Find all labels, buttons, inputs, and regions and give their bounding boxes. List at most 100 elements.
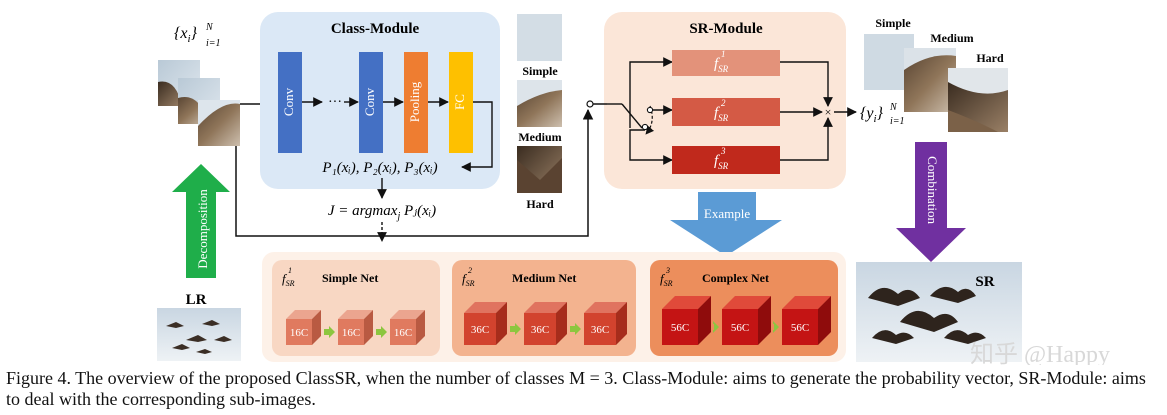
sr-module: SR-Module fSR 1 fSR 2 fSR 3 × <box>586 12 857 189</box>
conv-block-label: 16C <box>394 327 412 339</box>
medium-example-label: Medium <box>518 130 561 144</box>
block-connector-arrow <box>713 321 719 333</box>
svg-text:1: 1 <box>288 266 292 275</box>
figure-caption: Figure 4. The overview of the proposed C… <box>6 368 1146 409</box>
complex-net-title: Complex Net <box>702 271 769 285</box>
decomposition-label: Decomposition <box>195 189 210 269</box>
output-medium-label: Medium <box>930 31 973 45</box>
fc-layer-label: FC <box>452 94 467 110</box>
sr-image: SR <box>856 262 1022 362</box>
output-subimage-stack: Simple Medium Hard <box>864 16 1008 132</box>
conv-block: 36C <box>524 302 567 345</box>
simple-net-symbol: fSR <box>282 271 295 288</box>
complex-net-symbol: fSR <box>660 271 673 288</box>
switch-blade <box>621 103 643 129</box>
svg-text:3: 3 <box>720 146 726 156</box>
hard-example-label: Hard <box>526 197 554 211</box>
conv-block: 16C <box>338 310 373 345</box>
input-subimage-stack <box>158 60 240 146</box>
conv-block: 56C <box>662 296 711 345</box>
sr-branch-1 <box>672 50 780 76</box>
sr-output-junction: × <box>825 105 832 119</box>
simple-net: fSR 1 Simple Net 16C 16C 16C <box>272 260 440 356</box>
svg-text:N: N <box>205 22 214 33</box>
example-arrow: Example <box>670 192 782 256</box>
medium-net-symbol: fSR <box>462 271 475 288</box>
branch-1-wire-in <box>629 57 673 128</box>
switch-node-3 <box>641 123 649 131</box>
svg-text:fSR: fSR <box>714 105 729 123</box>
branch-3-wire-out <box>780 117 833 161</box>
complex-net-blocks: 56C 56C 56C <box>662 296 831 345</box>
class-module: Class-Module Conv ··· Conv Pooling FC P₁… <box>260 12 500 189</box>
svg-text:i=1: i=1 <box>206 38 221 49</box>
layer-ellipsis: ··· <box>328 95 342 110</box>
conv-block-label: 36C <box>471 324 489 336</box>
branch-3-wire-in <box>629 129 673 165</box>
block-connector-arrow <box>773 321 779 333</box>
conv-block: 16C <box>286 310 321 345</box>
lr-label: LR <box>186 292 207 308</box>
sr-nets-panel: fSR 1 Simple Net 16C 16C 16C fSR 2 Medium … <box>262 252 846 362</box>
sr-module-title: SR-Module <box>689 21 763 37</box>
conv-block-label: 36C <box>531 324 549 336</box>
conv-block-label: 56C <box>671 322 689 334</box>
sr-label: SR <box>975 274 994 290</box>
svg-text:1: 1 <box>721 49 726 59</box>
complex-net: fSR 3 Complex Net 56C 56C 56C <box>650 260 838 356</box>
switch-input-node <box>586 100 594 108</box>
svg-text:fSR: fSR <box>714 56 729 74</box>
decomposition-arrow: Decomposition <box>172 164 230 278</box>
conv-block: 36C <box>464 302 507 345</box>
svg-text:{xi}: {xi} <box>174 25 198 45</box>
class-examples: Simple Medium Hard <box>517 14 562 211</box>
conv-layer-1 <box>278 52 302 153</box>
sr-branch-3 <box>672 146 780 174</box>
switch-node-1 <box>646 106 654 114</box>
conv-block-label: 16C <box>342 327 360 339</box>
simple-net-title: Simple Net <box>322 271 378 285</box>
block-connector-arrow <box>510 323 521 335</box>
conv-block-label: 16C <box>290 327 308 339</box>
block-connector-arrow <box>570 323 581 335</box>
svg-text:2: 2 <box>468 266 472 275</box>
output-set-label: {yi} N i=1 <box>860 102 905 127</box>
pooling-layer-label: Pooling <box>407 81 422 122</box>
conv-block-label: 56C <box>731 322 749 334</box>
conv-block-label: 36C <box>591 324 609 336</box>
medium-net-title: Medium Net <box>512 271 576 285</box>
class-module-title: Class-Module <box>331 21 420 37</box>
simple-example-label: Simple <box>522 64 558 78</box>
simple-example-thumbnail <box>517 14 562 61</box>
conv-block: 16C <box>390 310 425 345</box>
conv-block-label: 56C <box>791 322 809 334</box>
sr-branch-2 <box>672 98 780 126</box>
svg-text:fSR: fSR <box>714 153 729 171</box>
svg-text:i=1: i=1 <box>890 116 905 127</box>
conv-layer-2-label: Conv <box>362 87 377 116</box>
conv-layer-1-label: Conv <box>281 87 296 116</box>
conv-block: 56C <box>782 296 831 345</box>
lr-image <box>157 308 241 361</box>
block-connector-arrow <box>324 326 335 338</box>
fc-layer <box>449 52 473 153</box>
pooling-layer <box>404 52 428 153</box>
probability-vector: P₁(xᵢ), P₂(xᵢ), P₃(xᵢ) <box>321 160 437 176</box>
input-to-sr-module-path <box>235 108 594 237</box>
conv-layer-2 <box>359 52 383 153</box>
svg-text:N: N <box>889 102 898 113</box>
conv-block: 56C <box>722 296 771 345</box>
svg-text:{yi}: {yi} <box>860 105 884 125</box>
input-set-label: {xi} N i=1 <box>174 22 221 49</box>
sr-branch-3-label: fSR 3 <box>714 146 729 171</box>
combination-label: Combination <box>925 156 940 224</box>
branch-1-wire-out <box>780 61 833 107</box>
medium-net-blocks: 36C 36C 36C <box>464 302 627 345</box>
svg-text:3: 3 <box>665 266 670 275</box>
sr-branch-2-label: fSR 2 <box>714 98 729 123</box>
combination-arrow: Combination <box>896 142 966 262</box>
sr-branch-1-label: fSR 1 <box>714 49 729 74</box>
classsr-overview-diagram: {xi} N i=1 Class-Module Conv ··· Conv Po… <box>157 12 1110 368</box>
output-simple-label: Simple <box>875 16 911 30</box>
argmax-formula: J = argmaxj Pⱼ(xᵢ) <box>328 203 436 222</box>
